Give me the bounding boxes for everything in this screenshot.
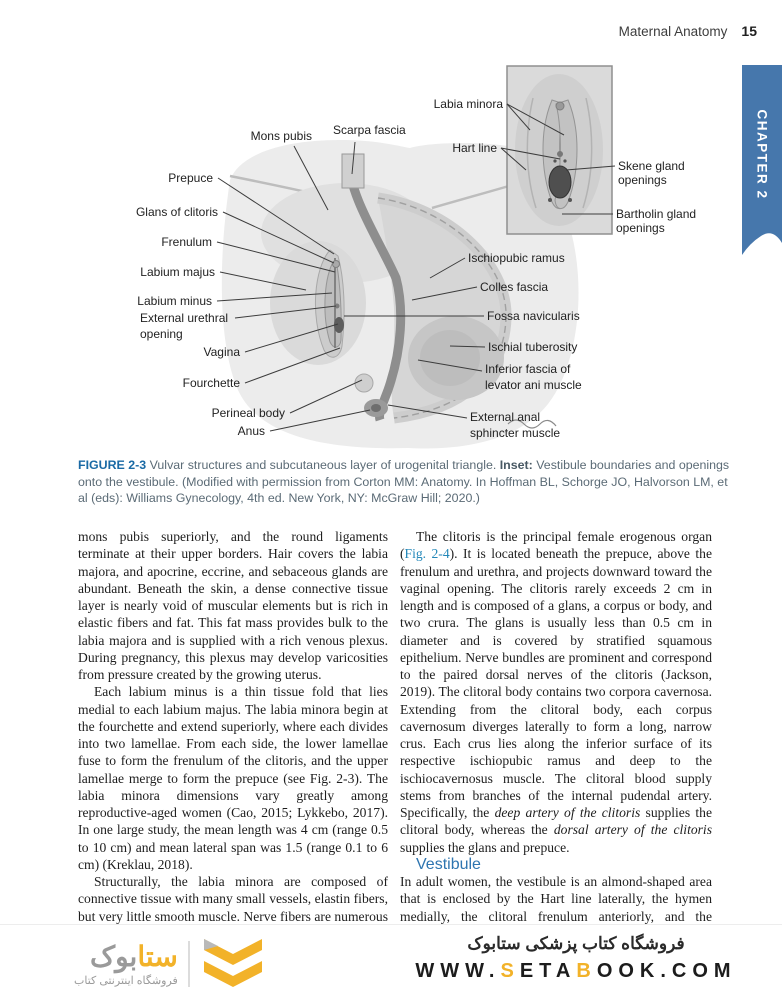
label-labia-minora: Labia minora — [434, 97, 504, 111]
caption-text-inset: Vestibule boundaries and openings onto t… — [78, 458, 730, 506]
label-skene-gland-2: openings — [618, 173, 667, 187]
label-anus: Anus — [238, 424, 265, 438]
url-segment: ETA — [519, 960, 577, 982]
label-inferior-fascia-1: Inferior fascia of — [485, 362, 571, 376]
paragraph: Each labium minus is a thin tissue fold … — [78, 684, 388, 872]
label-external-anal-1: External anal — [470, 410, 540, 424]
store-title: فروشگاه کتاب پزشکی ستابوک — [467, 934, 685, 953]
caption-text-main: Vulvar structures and subcutaneous layer… — [146, 458, 500, 472]
label-vagina: Vagina — [204, 345, 241, 359]
figure-labels: Mons pubis Scarpa fascia Prepuce Glans o… — [136, 123, 582, 440]
chapter-tab-text: CHAPTER 2 — [754, 108, 770, 200]
label-bartholin-gland-2: openings — [616, 221, 665, 235]
chapter-ribbon-shape — [742, 65, 782, 255]
section-heading-vestibule: Vestibule — [416, 855, 481, 873]
footer-banner: ستابوک فروشگاه اینترنتی کتاب فروشگاه کتا… — [0, 924, 782, 1002]
figure-leader-lines — [216, 141, 486, 432]
label-external-urethral-2: opening — [140, 327, 183, 341]
right-text-column: The clitoris is the principal female ero… — [400, 528, 712, 925]
label-inferior-fascia-2: levator ani muscle — [485, 378, 582, 392]
label-skene-gland-1: Skene gland — [618, 159, 685, 173]
url-segment: OOK.COM — [596, 960, 737, 982]
chapter-ribbon-label: CHAPTER 2 — [742, 65, 782, 243]
paragraph-text: The clitoris is the principal female ero… — [400, 529, 712, 562]
paragraph: The clitoris is the principal female ero… — [400, 528, 712, 856]
section-title: Maternal Anatomy — [618, 24, 728, 39]
label-fourchette: Fourchette — [183, 376, 241, 390]
figure-caption: FIGURE 2-3 Vulvar structures and subcuta… — [78, 457, 736, 507]
label-colles-fascia: Colles fascia — [480, 280, 548, 294]
label-frenulum: Frenulum — [161, 235, 212, 249]
label-ischial-tuberosity: Ischial tuberosity — [488, 340, 577, 354]
footer-store-block: فروشگاه کتاب پزشکی ستابوک WWW.SETABOOK.C… — [390, 932, 762, 986]
url-segment-accent: B — [576, 960, 597, 982]
logo-wordmark: ستابوک — [90, 940, 178, 972]
label-perineal-body: Perineal body — [212, 406, 285, 420]
chevron-book-icon — [203, 939, 262, 987]
paragraph: mons pubis superiorly, and the round lig… — [78, 529, 388, 682]
label-hart-line: Hart line — [452, 141, 497, 155]
italic-term: dorsal artery of the clitoris — [553, 822, 712, 838]
wordmark-accent: ستا — [137, 940, 178, 972]
logo-wordmark-block: ستابوک فروشگاه اینترنتی کتاب — [74, 940, 178, 987]
site-url[interactable]: WWW.SETABOOK.COM — [415, 956, 736, 986]
label-bartholin-gland-1: Bartholin gland — [616, 207, 696, 221]
paragraph-text: supplies the clitoral body, whereas the — [400, 805, 712, 838]
paragraph-text: supplies the glans and prepuce. — [400, 839, 570, 855]
left-text-column: mons pubis superiorly, and the round lig… — [78, 528, 388, 925]
artist-signature — [507, 419, 557, 429]
label-mons-pubis: Mons pubis — [251, 129, 312, 143]
chapter-ribbon — [742, 65, 782, 257]
logo-tagline: فروشگاه اینترنتی کتاب — [74, 974, 178, 987]
paragraph: Structurally, the labia minora are compo… — [78, 874, 388, 924]
label-external-anal-2: sphincter muscle — [470, 426, 560, 440]
label-fossa-navicularis: Fossa navicularis — [487, 309, 580, 323]
paragraph-text: ). It is located beneath the prepuce, ab… — [400, 546, 712, 820]
label-glans-of-clitoris: Glans of clitoris — [136, 205, 218, 219]
inset-labels: Labia minora Hart line Skene gland openi… — [434, 97, 696, 235]
figure-2-3-illustration: Mons pubis Scarpa fascia Prepuce Glans o… — [136, 65, 696, 449]
vestibule-inset-drawing — [506, 65, 613, 235]
label-external-urethral-1: External urethral — [140, 311, 228, 325]
page-header: Maternal Anatomy 15 — [619, 23, 757, 39]
figure-2-4-link[interactable]: Fig. 2-4 — [404, 546, 450, 562]
url-segment: WWW. — [415, 960, 501, 982]
label-labium-majus: Labium majus — [140, 265, 215, 279]
figure-number: FIGURE 2-3 — [78, 458, 147, 472]
paragraph: In adult women, the vestibule is an almo… — [400, 874, 712, 924]
italic-term: deep artery of the clitoris — [494, 805, 641, 820]
label-prepuce: Prepuce — [168, 171, 213, 185]
wordmark-muted: بوک — [90, 940, 138, 972]
inset-leader-lines — [500, 103, 616, 215]
setabook-logo: ستابوک فروشگاه اینترنتی کتاب — [74, 937, 266, 991]
caption-inset-label: Inset: — [499, 458, 533, 472]
label-scarpa-fascia: Scarpa fascia — [333, 123, 406, 137]
page-number: 15 — [741, 23, 757, 39]
label-ischiopubic-ramus: Ischiopubic ramus — [468, 251, 565, 265]
url-segment-accent: S — [500, 960, 520, 982]
logo-divider — [187, 941, 190, 987]
label-labium-minus: Labium minus — [137, 294, 212, 308]
